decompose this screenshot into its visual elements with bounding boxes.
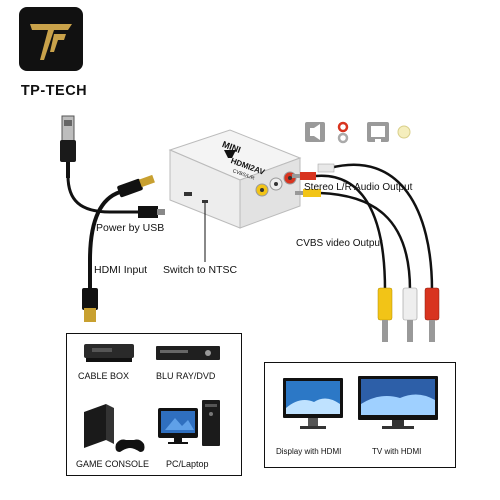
rca-plug-yellow-icon	[377, 287, 393, 342]
pc-icon	[158, 400, 220, 446]
source-label-bluray: BLU RAY/DVD	[156, 371, 216, 381]
brand-logo	[18, 6, 84, 72]
speaker-icon	[305, 122, 325, 142]
hdmi-plug-bottom-icon	[82, 288, 98, 322]
hdmi-plug-top-icon	[117, 174, 155, 198]
brand-name: TP-TECH	[20, 83, 88, 99]
label-audio-output: Stereo L/R Audio Output	[304, 182, 413, 193]
usb-plug-icon	[60, 115, 76, 178]
game-console-icon	[84, 404, 145, 452]
rca-plug-red-icon	[424, 287, 440, 342]
audio-red-dot-icon	[337, 121, 349, 133]
label-power-by-usb: Power by USB	[96, 222, 165, 234]
label-hdmi-input: HDMI Input	[94, 264, 148, 276]
bluray-player-icon	[156, 346, 220, 360]
rca-plug-white-icon	[402, 287, 418, 342]
audio-white-dot-icon	[337, 132, 349, 144]
monitor-icon	[283, 378, 343, 429]
logo-mark-icon	[19, 7, 83, 71]
source-label-cable-box: CABLE BOX	[78, 371, 130, 381]
output-label-tv: TV with HDMI	[372, 447, 422, 456]
video-yellow-dot-icon	[397, 125, 411, 139]
source-label-pc: PC/Laptop	[166, 459, 209, 469]
video-monitor-icon	[367, 122, 389, 142]
cable-box-icon	[84, 344, 134, 362]
tv-icon	[358, 376, 438, 429]
source-label-game-console: GAME CONSOLE	[76, 459, 150, 469]
label-switch-ntsc: Switch to NTSC	[163, 264, 238, 276]
output-label-display: Display with HDMI	[276, 447, 342, 456]
hdmi2av-adapter	[168, 129, 302, 229]
label-video-output: CVBS video Output	[296, 238, 383, 249]
